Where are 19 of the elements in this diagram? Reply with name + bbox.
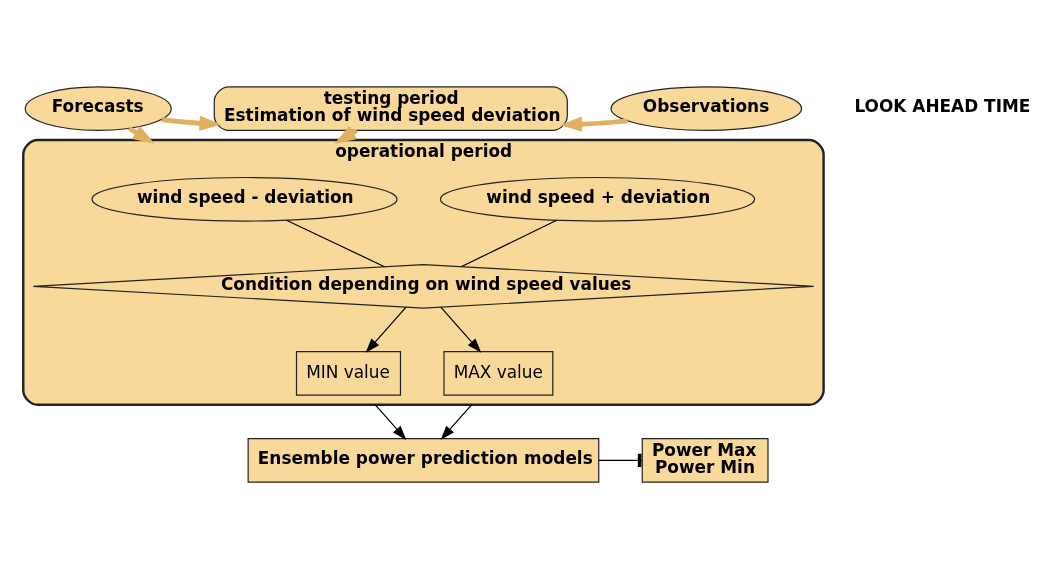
node-ellipse: Observations: [610, 86, 803, 131]
node-box: MAX value: [443, 351, 554, 396]
node-box: Ensemble power prediction models: [247, 438, 600, 483]
node-box: Power Max Power Min: [641, 438, 769, 483]
node-box: testing period Estimation of wind speed deviation: [213, 86, 568, 131]
node-ellipse: Forecasts: [24, 86, 172, 131]
node-ellipse: wind speed + deviation: [439, 176, 756, 222]
arrow: [161, 115, 222, 132]
arrow: [560, 116, 628, 132]
label: LOOK AHEAD TIME: [854, 95, 1031, 116]
node-ellipse: wind speed - deviation: [91, 176, 398, 222]
connector: [285, 219, 386, 268]
connector: [461, 219, 558, 268]
node-diamond: Condition depending on wind speed values: [32, 263, 815, 309]
arrow: [374, 404, 407, 440]
node-box: MIN value: [295, 351, 402, 396]
arrow: [365, 306, 407, 353]
arrow: [440, 404, 473, 440]
arrow: [440, 306, 482, 353]
